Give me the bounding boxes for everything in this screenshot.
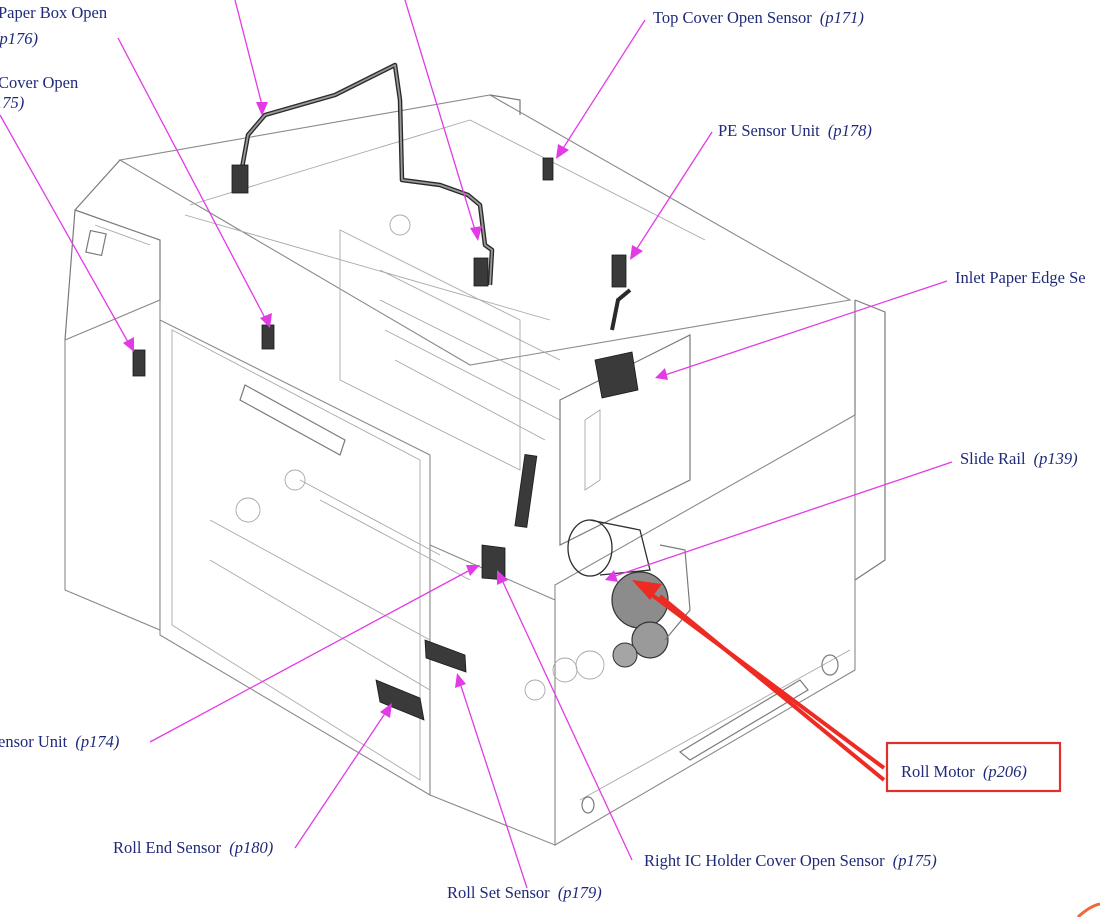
label-sensor-unit-left: ensor Unit (p174)	[0, 732, 119, 751]
inlet-edge-sensor-part	[594, 351, 639, 399]
top-cover-sensor-part	[542, 157, 554, 181]
label-page: (p174)	[75, 732, 119, 751]
label-roll-motor: Roll Motor (p206)	[901, 762, 1027, 781]
label-page: (p175)	[893, 851, 937, 870]
label-pe-sensor-unit: PE Sensor Unit (p178)	[718, 121, 872, 140]
label-slide-rail: Slide Rail (p139)	[960, 449, 1078, 468]
leader-lines	[0, 0, 953, 889]
label-page: (p206)	[983, 762, 1027, 781]
slide-sensor-strip	[514, 454, 538, 528]
cover-sensor-part	[132, 349, 146, 377]
label-roll-end-sensor: Roll End Sensor (p180)	[113, 838, 273, 857]
label-right-ic-holder: Right IC Holder Cover Open Sensor (p175)	[644, 851, 937, 870]
label-page: (p179)	[558, 883, 602, 902]
label-page: (p139)	[1034, 449, 1078, 468]
roll-motor-callout-box	[885, 741, 1062, 793]
label-paper-box-open-page: (p176)	[0, 29, 38, 48]
harness-sensor-a	[231, 164, 249, 194]
label-text: PE Sensor Unit	[718, 121, 820, 140]
label-page: (p178)	[828, 121, 872, 140]
label-roll-set-sensor: Roll Set Sensor (p179)	[447, 883, 602, 902]
printer-illustration	[64, 62, 886, 846]
label-top-cover-open-sensor: Top Cover Open Sensor (p171)	[653, 8, 864, 27]
roll-end-sensor-part	[375, 679, 425, 721]
paper-box-sensor-part	[261, 324, 275, 350]
pe-sensor-part	[611, 254, 627, 288]
roll-set-sensor-part	[424, 639, 467, 673]
label-text: Roll Set Sensor	[447, 883, 550, 902]
label-text: Paper Box Open	[0, 3, 107, 22]
roll-motor-highlight	[632, 580, 1100, 917]
label-cover-open-left-page: 175)	[0, 93, 24, 112]
label-cover-open-left: Cover Open	[0, 73, 78, 92]
label-inlet-paper-edge: Inlet Paper Edge Se	[955, 268, 1086, 287]
label-text: Roll Motor	[901, 762, 975, 781]
label-text: Roll End Sensor	[113, 838, 222, 857]
labels: Paper Box Open (p176) Cover Open 175) To…	[0, 3, 1086, 902]
harness-sensor-b	[473, 257, 489, 287]
label-text: Top Cover Open Sensor	[653, 8, 812, 27]
label-page: (p180)	[229, 838, 273, 857]
label-text: ensor Unit	[0, 732, 68, 751]
label-page: (p171)	[820, 8, 864, 27]
label-text: Slide Rail	[960, 449, 1026, 468]
label-text: Right IC Holder Cover Open Sensor	[644, 851, 885, 870]
label-paper-box-open: Paper Box Open	[0, 3, 107, 22]
